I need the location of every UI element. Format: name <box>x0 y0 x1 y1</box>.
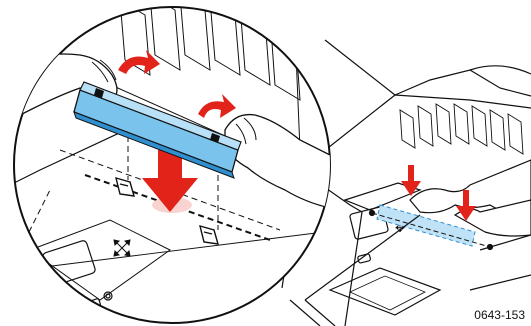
printer-front-edge <box>344 211 363 326</box>
printer-overview: ✥ <box>281 65 531 326</box>
hand-fingers <box>235 117 257 145</box>
detail-top-surface <box>14 127 131 191</box>
rotate-arrow-icon <box>118 50 160 74</box>
roller-clip-left <box>115 176 135 197</box>
printer-tray-inner <box>349 275 426 311</box>
maintenance-roller <box>73 81 242 179</box>
roller-slot-line <box>84 174 271 241</box>
roller-clip-right <box>199 224 219 245</box>
printer-right-edge-2 <box>469 274 531 291</box>
magnified-detail-circle <box>13 6 331 324</box>
power-button-icon <box>103 291 113 301</box>
printer-base-line <box>304 299 336 326</box>
maintenance-roller-small <box>368 204 494 251</box>
printer-lid-curve <box>469 65 531 75</box>
navigation-arrows-icon <box>113 239 131 257</box>
printer-panel-button <box>357 253 371 264</box>
svg-text:✥: ✥ <box>395 221 405 235</box>
callout-lines <box>304 39 421 301</box>
hand-fingers <box>91 59 117 83</box>
printer-front-edge-2 <box>289 299 321 326</box>
printer-tray-outline <box>328 267 442 316</box>
figure-id-label: 0643-153 <box>474 308 525 322</box>
printer-internal-ribs <box>399 103 524 155</box>
printer-lid-edge <box>394 69 531 97</box>
detail-control-panel <box>28 219 171 310</box>
down-arrow-icon <box>456 190 476 221</box>
down-arrow-icon <box>401 165 421 196</box>
hand-icon <box>224 113 330 211</box>
rotate-arrow-icon <box>198 94 236 118</box>
detail-surface-edge <box>19 229 330 271</box>
